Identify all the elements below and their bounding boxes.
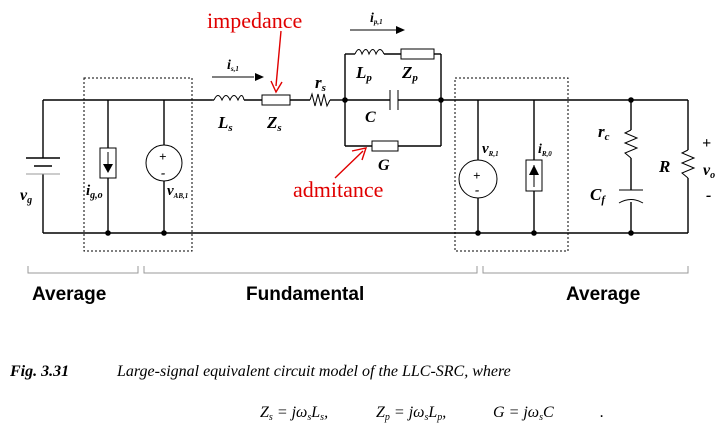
section-right-label: Average (566, 284, 640, 305)
arrow-ip1 (350, 26, 405, 34)
label-vr1: vR,1 (482, 141, 499, 158)
inductor-ls-symbol (212, 95, 245, 102)
arrow-is1 (212, 73, 264, 81)
caption-text: Large-signal equivalent circuit model of… (116, 363, 511, 380)
label-g: G (378, 157, 390, 174)
resistor-rs-symbol (309, 92, 331, 108)
caption-fig-number: Fig. 3.31 (9, 363, 69, 380)
label-vab: vAB,1 (167, 183, 188, 200)
label-vo-minus: - (706, 187, 711, 204)
svg-text:Zp = jωsLp,: Zp = jωsLp, (376, 404, 446, 423)
label-igo: ig,o (86, 183, 103, 201)
label-ip1: ip,1 (370, 11, 383, 26)
resistor-rc-symbol (623, 129, 639, 159)
label-vo: vo (703, 162, 715, 181)
voltage-source-vab-symbol (145, 144, 183, 182)
admitance-arrow (334, 147, 368, 179)
battery-vg-symbol (26, 157, 60, 175)
section-left-label: Average (32, 284, 106, 305)
admitance-label: admitance (293, 177, 383, 202)
junction-dots (105, 97, 634, 236)
dashed-box-left (83, 77, 193, 252)
resistor-r-symbol (680, 149, 696, 179)
label-rc: rc (598, 122, 610, 143)
label-ir0: iR,0 (538, 142, 552, 158)
label-c: C (365, 109, 376, 126)
capacitor-cf-symbol (618, 189, 644, 204)
label-cf: Cf (590, 185, 606, 206)
label-vab-plus: + (159, 149, 166, 164)
caption-equations: Zs = jωsLs, Zp = jωsLp, G = jωsC . (260, 404, 604, 423)
label-rs: rs (315, 73, 326, 94)
label-vg: vg (20, 187, 32, 206)
label-zs: Zs (266, 113, 282, 134)
inductor-lp-symbol (354, 49, 385, 56)
current-source-igo-symbol (99, 147, 117, 179)
label-vab-minus: - (161, 165, 165, 180)
svg-text:G = jωsC: G = jωsC (493, 404, 554, 423)
label-vr1-plus: + (473, 168, 480, 183)
label-lp: Lp (355, 63, 372, 84)
admittance-g-box (371, 140, 399, 152)
label-is1: is,1 (227, 58, 239, 73)
impedance-label: impedance (207, 8, 302, 33)
label-vr1-minus: - (475, 182, 479, 197)
dashed-box-right (454, 77, 569, 252)
impedance-zs-box (261, 94, 291, 106)
label-zp: Zp (401, 63, 418, 84)
capacitor-c-symbol (389, 90, 399, 110)
svg-text:Zs = jωsLs,: Zs = jωsLs, (260, 404, 328, 423)
label-r: R (658, 157, 670, 176)
current-source-ir0-symbol (525, 159, 543, 192)
label-vo-plus: + (702, 135, 711, 152)
svg-text:.: . (600, 404, 604, 421)
section-brackets (27, 266, 689, 274)
label-ls: Ls (217, 113, 233, 134)
section-middle-label: Fundamental (246, 284, 364, 305)
impedance-arrow (270, 30, 283, 94)
voltage-source-vr1-symbol (458, 159, 498, 199)
impedance-zp-box (400, 48, 435, 60)
